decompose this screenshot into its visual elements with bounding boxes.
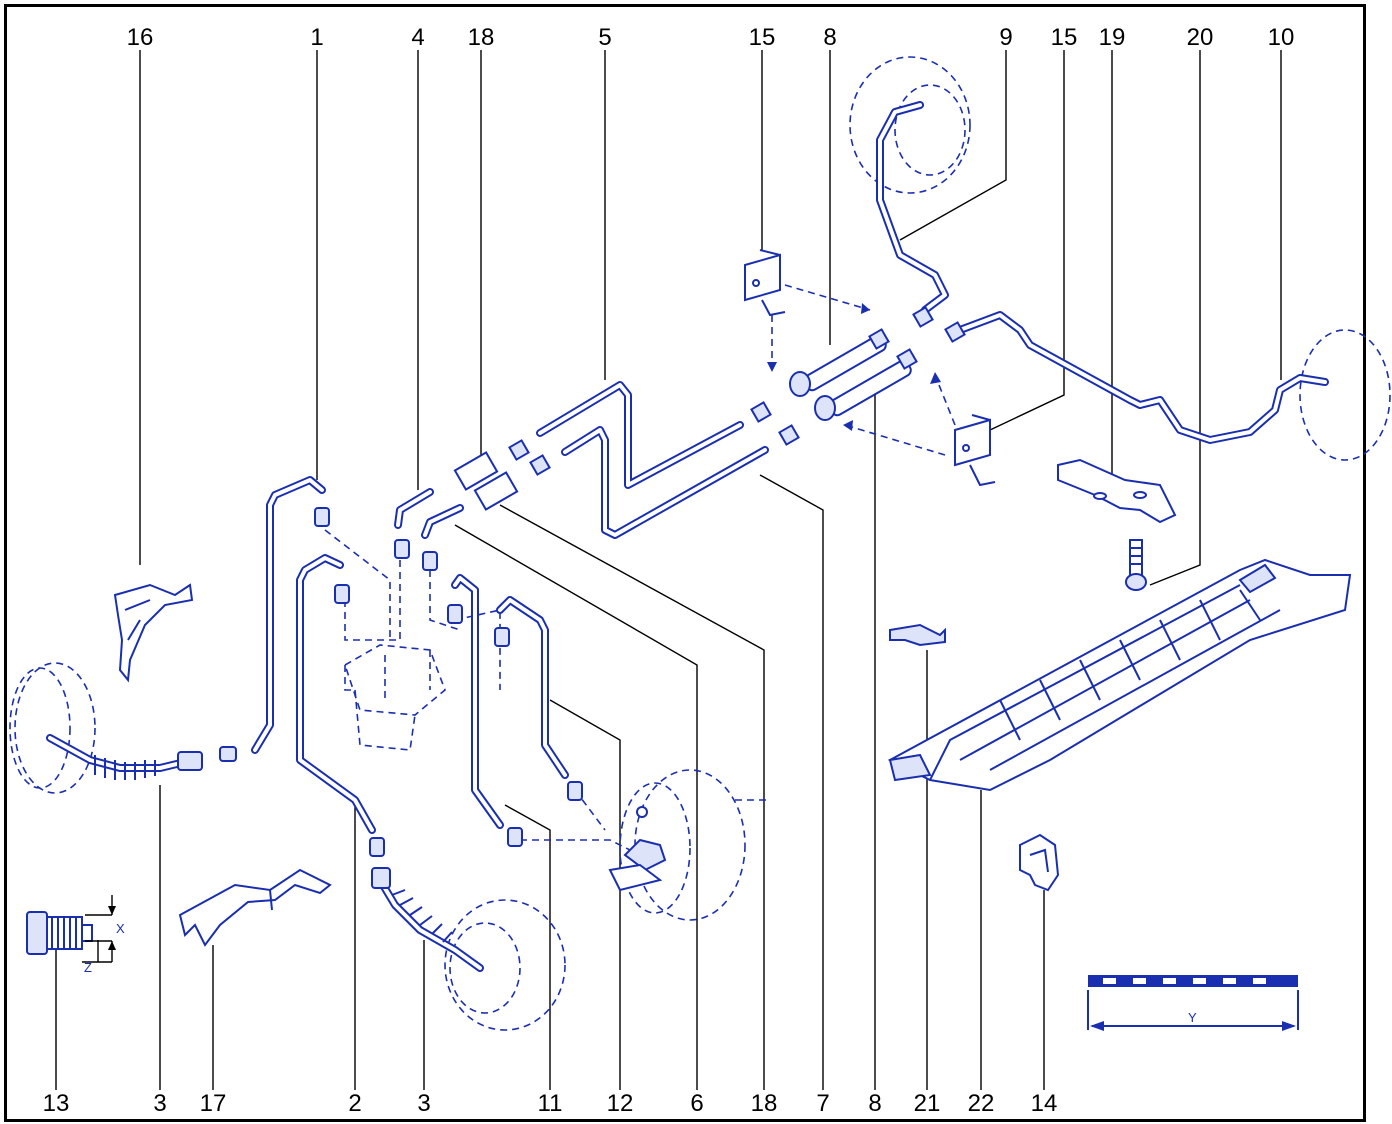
pipe-9 (876, 101, 949, 314)
callout-12-bottom: 12 (606, 1090, 634, 1117)
callout-22-bottom: 22 (967, 1090, 995, 1117)
hose-3-rear (371, 867, 484, 972)
pipe-7 (561, 426, 769, 539)
connection-guides (324, 529, 641, 856)
callout-18-top: 18 (467, 24, 495, 51)
callout-15-top-left: 15 (748, 24, 776, 51)
clip-21 (889, 623, 946, 647)
dimension-x-label: X (116, 921, 125, 936)
callout-16-top: 16 (126, 24, 154, 51)
callout-20-top: 20 (1186, 24, 1214, 51)
bracket-17 (178, 868, 332, 947)
wheel-front-right (849, 56, 971, 194)
pipe-2 (296, 554, 376, 834)
unions-18 (453, 451, 519, 511)
callout-19-top: 19 (1098, 24, 1126, 51)
callout-8-bottom: 8 (868, 1090, 882, 1117)
callout-14-bottom: 14 (1030, 1090, 1058, 1117)
callout-21-bottom: 21 (913, 1090, 941, 1117)
callout-10-top: 10 (1267, 24, 1295, 51)
wheel-front-left (9, 662, 96, 794)
assembly-arrows (767, 284, 956, 456)
pipe-12 (496, 596, 569, 779)
pipe-1 (251, 476, 326, 754)
callout-13-bottom: 13 (42, 1090, 70, 1117)
hose-3-front (46, 734, 203, 780)
callout-17-bottom: 17 (199, 1090, 227, 1117)
callout-9-top: 9 (999, 24, 1013, 51)
callout-5-top: 5 (598, 24, 612, 51)
callout-8-top: 8 (823, 24, 837, 51)
callout-18-bottom: 18 (750, 1090, 778, 1117)
wheel-rear-left (444, 899, 566, 1031)
clip-14 (1019, 833, 1060, 892)
dimension-z-label: Z (84, 960, 92, 975)
scale-y-label: Y (1188, 1010, 1197, 1025)
hydraulic-unit (344, 644, 446, 751)
flare-nuts (219, 306, 966, 857)
pipe-11 (451, 574, 504, 829)
fitting-13-detail: X Z (26, 895, 125, 975)
callout-15-top-right: 15 (1050, 24, 1078, 51)
callout-11-bottom: 11 (537, 1090, 563, 1117)
callout-1-top: 1 (310, 24, 324, 51)
bracket-19 (1057, 458, 1177, 524)
bracket-15-top (744, 249, 786, 317)
bracket-16 (113, 583, 194, 683)
leader-lines (55, 50, 1282, 1090)
callout-3-bottom-right: 3 (417, 1090, 431, 1117)
master-cylinder (608, 806, 667, 892)
pipe-4 (394, 488, 434, 529)
pipe-shield-22 (887, 558, 1352, 792)
scale-bar: Y (1087, 975, 1299, 1031)
callout-6-bottom: 6 (690, 1090, 704, 1117)
callout-4-top: 4 (411, 24, 425, 51)
pipe-10 (956, 311, 1329, 444)
pipe-6 (421, 504, 464, 539)
pipe-5 (536, 381, 744, 489)
bracket-15-bottom (954, 414, 996, 487)
distributor-8 (789, 328, 918, 421)
wheel-rear-right (1299, 329, 1391, 461)
callout-7-bottom: 7 (816, 1090, 830, 1117)
callout-2-bottom: 2 (348, 1090, 362, 1117)
callout-3-bottom-left: 3 (153, 1090, 167, 1117)
bolt-20 (1125, 539, 1147, 591)
